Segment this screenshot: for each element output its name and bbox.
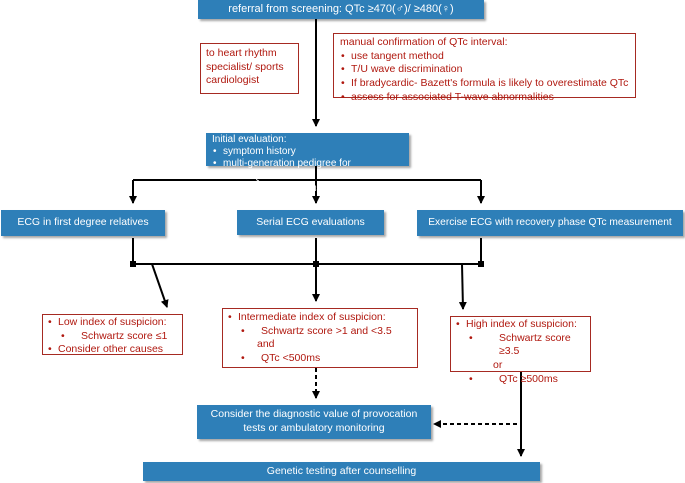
- high-title: High index of suspicion:: [455, 318, 586, 332]
- intermediate-suspicion-list: Intermediate index of suspicion: Schwart…: [227, 311, 413, 366]
- initial-item: symptom history: [212, 146, 403, 158]
- intermediate-suspicion-box: Intermediate index of suspicion: Schwart…: [222, 308, 418, 368]
- junction-node-center: [313, 261, 319, 267]
- serial-ecg-text: Serial ECG evaluations: [256, 215, 365, 228]
- manual-confirmation-title: manual confirmation of QTc interval:: [340, 36, 508, 48]
- specialist-box: to heart rhythm specialist/ sports cardi…: [200, 43, 299, 94]
- referral-text: referral from screening: QTc ≥470(♂)/ ≥4…: [228, 3, 454, 16]
- ecg-relatives-box: ECG in first degree relatives: [1, 210, 165, 236]
- low-suspicion-list: Low index of suspicion: Schwartz score ≤…: [47, 316, 178, 357]
- intermediate-and: and: [257, 338, 275, 351]
- connector-tests-merge: [132, 238, 482, 265]
- high-qtc-item: QTc ≥500ms: [455, 373, 586, 387]
- junction-node-left: [130, 261, 136, 267]
- manual-item: use tangent method: [340, 50, 629, 64]
- specialist-text: to heart rhythm specialist/ sports cardi…: [206, 47, 284, 87]
- initial-evaluation-box: Initial evaluation: symptom history mult…: [206, 133, 409, 195]
- intermediate-schwartz-item: Schwartz score >1 and <3.5: [227, 325, 413, 339]
- initial-evaluation-title: Initial evaluation:: [212, 134, 287, 145]
- high-suspicion-box: High index of suspicion: Schwartz score …: [450, 316, 591, 386]
- manual-item: If bradycardic- Bazett's formula is like…: [340, 77, 629, 91]
- serial-ecg-box: Serial ECG evaluations: [237, 210, 384, 235]
- low-suspicion-box: Low index of suspicion: Schwartz score ≤…: [42, 314, 183, 357]
- high-schwartz-item: Schwartz score ≥3.5: [455, 332, 586, 359]
- provocation-box: Consider the diagnostic value of provoca…: [197, 405, 431, 439]
- arrow-to-high: [458, 263, 467, 310]
- ecg-relatives-text: ECG in first degree relatives: [17, 216, 149, 229]
- initial-item: multi-generation pedigree for SCD/LQTS: [212, 158, 403, 182]
- referral-box: referral from screening: QTc ≥470(♂)/ ≥4…: [198, 0, 484, 19]
- initial-evaluation-list: symptom history multi-generation pedigre…: [212, 146, 403, 195]
- high-suspicion-list: High index of suspicion: Schwartz score …: [455, 318, 586, 386]
- intermediate-title: Intermediate index of suspicion:: [227, 311, 413, 325]
- manual-confirmation-box: manual confirmation of QTc interval: use…: [333, 33, 636, 104]
- intermediate-qtc-item: QTc <500ms: [227, 352, 413, 366]
- junction-node-right: [478, 261, 484, 267]
- low-schwartz-item: Schwartz score ≤1: [47, 330, 178, 344]
- high-or: or: [493, 358, 503, 371]
- exercise-ecg-box: Exercise ECG with recovery phase QTc mea…: [417, 210, 683, 236]
- initial-item: rule out acquired causes: [212, 183, 403, 195]
- manual-confirmation-list: use tangent method T/U wave discriminati…: [340, 50, 629, 105]
- arrow-to-low: [151, 263, 169, 308]
- manual-item: T/U wave discrimination: [340, 63, 629, 77]
- genetic-testing-text: Genetic testing after counselling: [266, 464, 417, 477]
- low-other-causes: Consider other causes: [47, 343, 178, 357]
- provocation-text: Consider the diagnostic value of provoca…: [210, 408, 418, 434]
- exercise-ecg-text: Exercise ECG with recovery phase QTc mea…: [428, 217, 672, 229]
- genetic-testing-box: Genetic testing after counselling: [143, 462, 540, 481]
- low-suspicion-title: Low index of suspicion:: [47, 316, 178, 330]
- manual-item: assess for associated T-wave abnormaliti…: [340, 91, 629, 105]
